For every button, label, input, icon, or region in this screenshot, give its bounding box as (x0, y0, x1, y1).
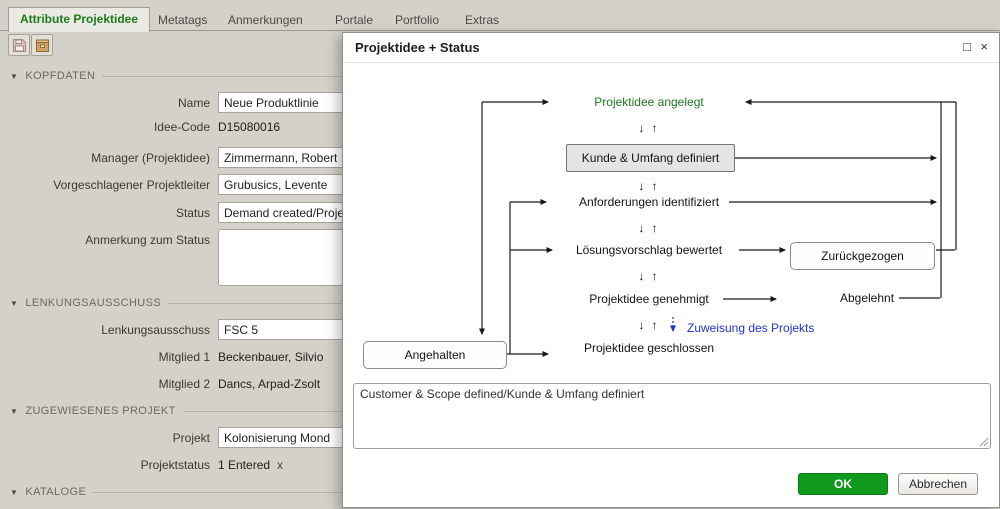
remove-status-button[interactable]: x (277, 458, 284, 472)
collapse-icon: ▼ (10, 298, 19, 308)
save-button[interactable] (8, 34, 30, 56)
tab-portale[interactable]: Portale (335, 13, 374, 27)
dialog-title-bar[interactable]: Projektidee + Status (343, 33, 999, 63)
state-abgelehnt[interactable]: Abgelehnt (839, 291, 895, 305)
tab-portfolio[interactable]: Portfolio (395, 13, 440, 27)
projekt-label: Projekt (172, 431, 210, 445)
mitglied1-label: Mitglied 1 (158, 350, 210, 364)
tab-anmerkungen[interactable]: Anmerkungen (228, 13, 303, 27)
state-projektidee-geschlossen[interactable]: Projektidee geschlossen (583, 341, 715, 355)
section-title: KOPFDATEN (25, 70, 96, 82)
tabbar-divider (0, 30, 1000, 31)
state-projektidee-genehmigt[interactable]: Projektidee genehmigt (589, 292, 709, 306)
save-icon (12, 38, 26, 52)
manager-label: Manager (Projektidee) (91, 151, 210, 165)
projektstatus-label: Projektstatus (140, 458, 210, 472)
collapse-icon: ▼ (10, 406, 19, 416)
collapse-icon: ▼ (10, 71, 19, 81)
collapse-icon: ▼ (10, 487, 19, 497)
state-projektidee-angelegt[interactable]: Projektidee angelegt (594, 95, 704, 109)
transition-arrows-icon: ↓ ↑ (638, 221, 660, 235)
transition-arrows-icon: ↓ ↑ (638, 269, 660, 283)
ok-button[interactable]: OK (798, 473, 888, 495)
status-comment-textarea[interactable]: Customer & Scope defined/Kunde & Umfang … (353, 383, 991, 449)
tab-metatags[interactable]: Metatags (158, 13, 208, 27)
status-label: Status (175, 206, 210, 220)
projektstatus-row: 1 Entered x (218, 458, 283, 472)
idee-code-label: Idee-Code (153, 120, 210, 134)
maximize-icon[interactable]: □ (963, 39, 971, 54)
close-icon[interactable]: × (980, 39, 988, 54)
section-title: LENKUNGSAUSSCHUSS (25, 297, 162, 309)
name-label: Name (177, 96, 210, 110)
state-anforderungen-identifiziert[interactable]: Anforderungen identifiziert (578, 195, 720, 209)
anmerkung-label: Anmerkung zum Status (85, 233, 210, 247)
state-angehalten[interactable]: Angehalten (363, 341, 507, 369)
state-zurueckgezogen[interactable]: Zurückgezogen (790, 242, 935, 270)
state-kunde-umfang-definiert[interactable]: Kunde & Umfang definiert (566, 144, 735, 172)
mitglied1-value: Beckenbauer, Silvio (218, 350, 324, 364)
mitglied2-value: Dancs, Arpad-Zsolt (218, 377, 321, 391)
transition-arrows-icon: ↓ ↑ (638, 318, 660, 332)
section-title: KATALOGE (25, 486, 87, 498)
tab-attribute-projektidee[interactable]: Attribute Projektidee (8, 7, 151, 32)
lenkungsausschuss-label: Lenkungsausschuss (101, 323, 210, 337)
transition-arrows-icon: ↓ ↑ (638, 179, 660, 193)
projektleiter-label: Vorgeschlagener Projektleiter (53, 178, 210, 192)
mitglied2-label: Mitglied 2 (158, 377, 210, 391)
package-icon (35, 39, 49, 52)
projektstatus-value: 1 Entered (218, 458, 271, 472)
idee-code-value: D15080016 (218, 120, 281, 134)
package-button[interactable] (31, 34, 53, 56)
status-dialog: Projektidee + Status □ × (342, 32, 1000, 508)
tab-extras[interactable]: Extras (465, 13, 500, 27)
assign-project-link[interactable]: Zuweisung des Projekts (687, 321, 815, 335)
transition-arrows-icon: ↓ ↑ (638, 121, 660, 135)
section-title: ZUGEWIESENES PROJEKT (25, 405, 176, 417)
cancel-button[interactable]: Abbrechen (898, 473, 978, 495)
state-loesungsvorschlag-bewertet[interactable]: Lösungsvorschlag bewertet (575, 243, 723, 257)
